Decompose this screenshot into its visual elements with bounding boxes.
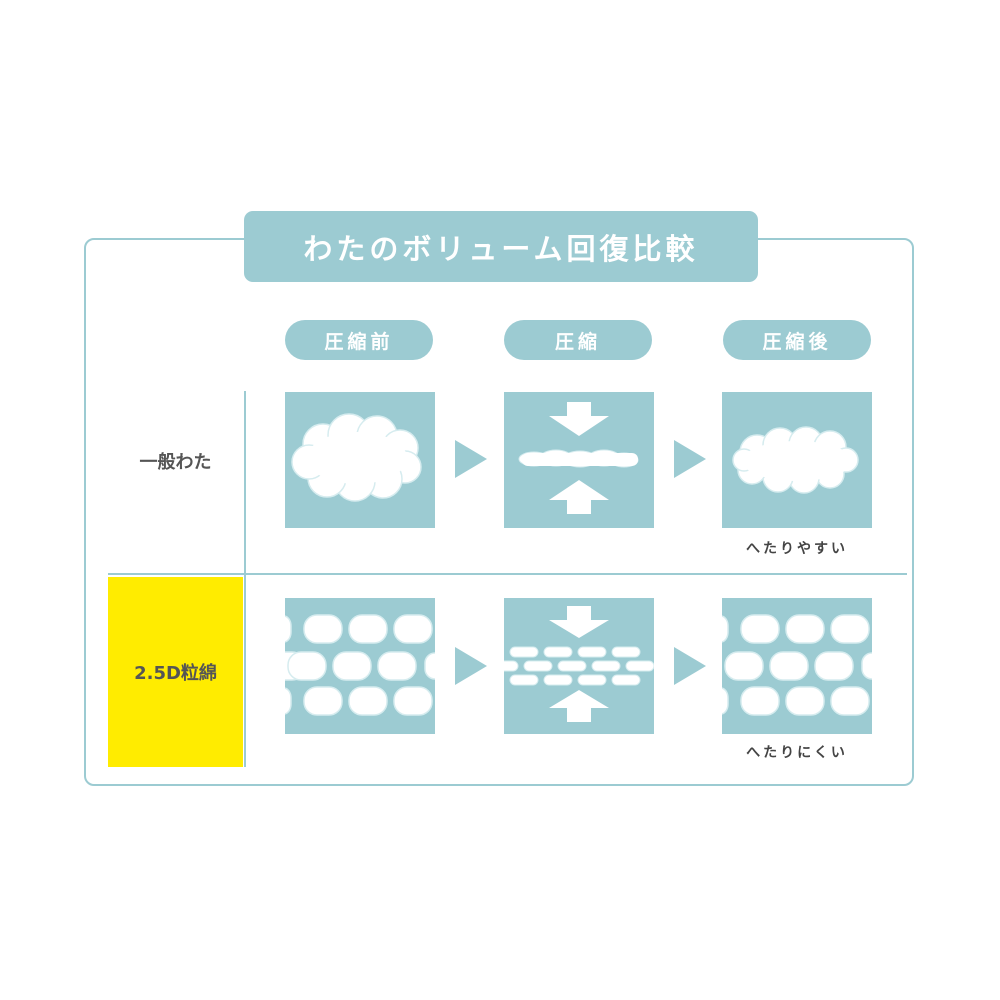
chevron-right-icon [674,647,706,685]
phase-before-compression: 圧縮前 [285,320,433,360]
caption-regular-result: へたりやすい [746,541,848,557]
panel-granular-after [722,598,872,734]
cloud-icon [291,413,422,502]
cloud-icon [732,426,859,494]
panel-granular-before [285,598,435,734]
chevron-right-icon [455,440,487,478]
caption-granular-result: へたりにくい [746,745,848,761]
row-divider-horizontal [108,573,907,575]
cloud-icon [285,614,435,716]
panel-regular-after [722,392,872,528]
phase-compression: 圧縮 [504,320,652,360]
row-label-regular-cotton: 一般わた [139,452,212,473]
row-divider-vertical [244,391,246,767]
cloud-icon [722,614,872,716]
chevron-right-icon [455,647,487,685]
panel-regular-compressed [504,392,654,528]
row-label-granular-cotton: 2.5D粒綿 [108,577,243,767]
diagram-title: わたのボリューム回復比較 [244,211,758,282]
compress-arrow-icon [518,402,639,514]
panel-regular-before [285,392,435,528]
chevron-right-icon [674,440,706,478]
phase-after-compression: 圧縮後 [723,320,871,360]
compress-arrow-icon [504,606,654,722]
panel-granular-compressed [504,598,654,734]
